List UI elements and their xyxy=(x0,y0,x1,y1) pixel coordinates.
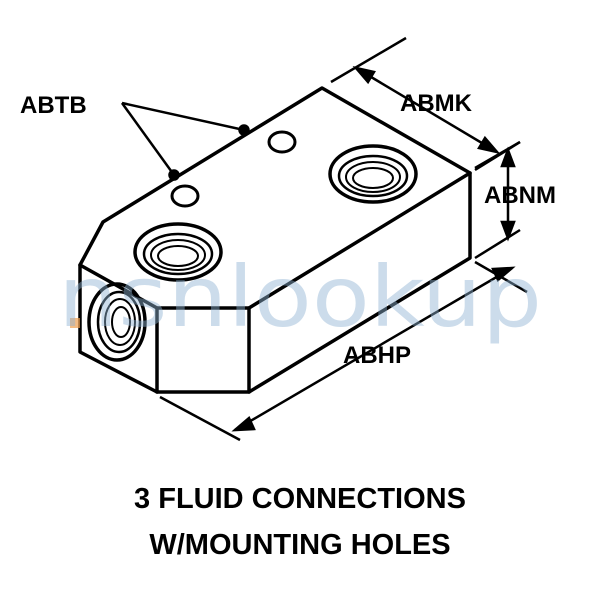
watermark-accent-mark xyxy=(70,318,80,328)
label-width: ABMK xyxy=(400,90,473,117)
end-port xyxy=(87,282,147,362)
caption-line-1: 3 FLUID CONNECTIONS xyxy=(134,483,466,515)
block-body xyxy=(78,86,472,394)
watermark: nsnlookup xyxy=(58,248,542,346)
label-height: ABNM xyxy=(484,182,556,209)
label-holes: ABTB xyxy=(20,92,87,119)
watermark-text: nsnlookup xyxy=(58,248,542,346)
label-length: ABHP xyxy=(343,342,411,369)
mounting-hole-front xyxy=(170,184,200,208)
block-front-face xyxy=(247,171,472,394)
mounting-hole-rear xyxy=(267,130,297,154)
top-port-right xyxy=(328,144,418,204)
block-end-face xyxy=(78,263,159,394)
top-port-left xyxy=(133,222,223,282)
holes-leader xyxy=(120,101,250,181)
height-dimension xyxy=(474,140,521,260)
length-dimension xyxy=(159,260,528,442)
caption-line-2: W/MOUNTING HOLES xyxy=(149,529,450,561)
